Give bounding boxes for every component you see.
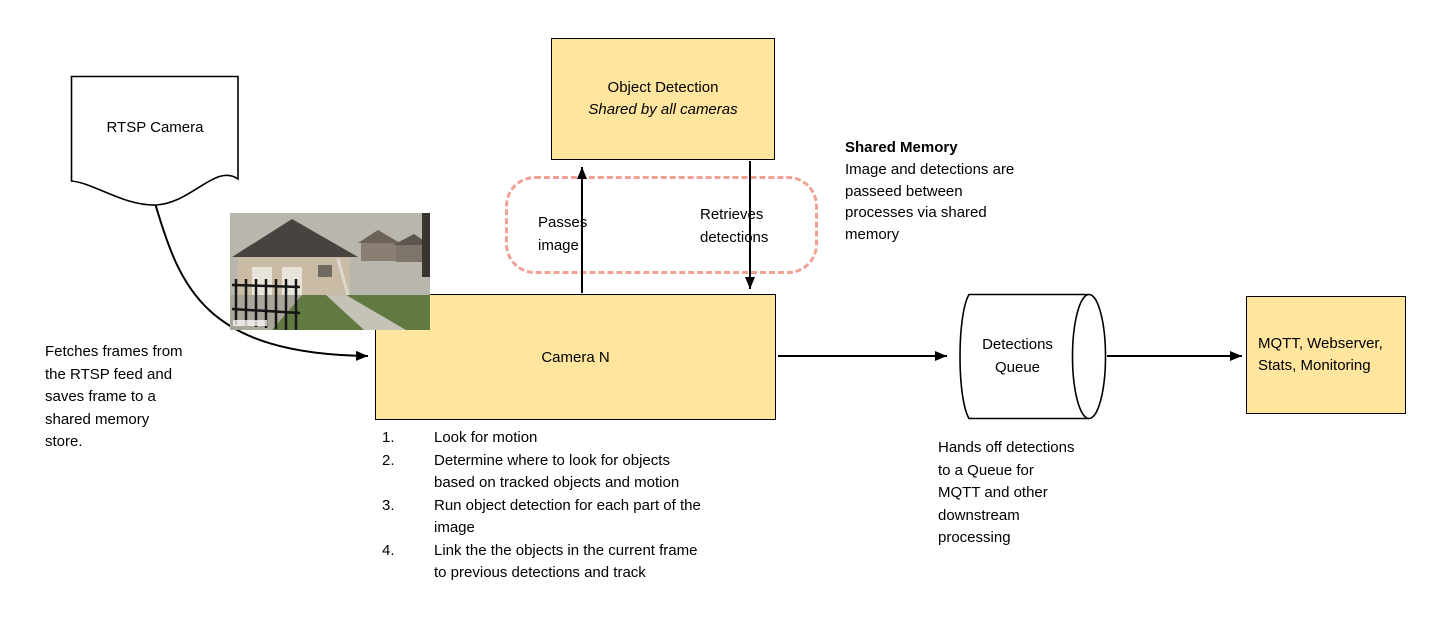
shared-memory-body: Image and detections are passeed between… [845, 160, 1015, 243]
camera-step-item: 3. Run object detection for each part of … [382, 495, 754, 540]
object-detection-subtitle: Shared by all cameras [588, 101, 738, 118]
rtsp-camera-label: RTSP Camera [106, 119, 204, 136]
step-text: Link the the objects in the current fram… [434, 541, 698, 582]
camera-step-item: 4. Link the the objects in the current fr… [382, 540, 754, 585]
camera-step-item: 1. Look for motion [382, 427, 754, 450]
node-camera-n: Camera N [375, 294, 776, 420]
edge-label-passes-image: Passes image [538, 214, 588, 255]
object-detection-title: Object Detection [607, 78, 719, 96]
shared-memory-title: Shared Memory [845, 139, 958, 156]
detections-queue-label: Detections Queue [982, 336, 1053, 376]
camera-step-item: 2. Determine where to look for objects ba… [382, 450, 754, 495]
node-object-detection: Object Detection Shared by all cameras [551, 38, 775, 160]
mqtt-label: MQTT, Webserver, Stats, Monitoring [1258, 335, 1383, 374]
step-number: 3. [382, 496, 395, 514]
step-text: Determine where to look for objects base… [434, 451, 680, 492]
note-fetch-frames: Fetches frames from the RTSP feed and sa… [45, 343, 183, 450]
camera-snapshot-image [230, 213, 430, 330]
step-text: Look for motion [434, 429, 538, 446]
note-shared-memory: Shared Memory Image and detections are p… [845, 137, 1060, 246]
node-detections-queue: Detections Queue [950, 293, 1107, 420]
camera-steps-list: 1. Look for motion 2. Determine where to lo… [382, 427, 754, 585]
note-queue-handoff: Hands off detections to a Queue for MQTT… [938, 439, 1075, 546]
step-number: 2. [382, 451, 395, 469]
node-mqtt: MQTT, Webserver, Stats, Monitoring [1246, 296, 1406, 414]
document-shape [70, 75, 239, 206]
node-rtsp-camera: RTSP Camera [70, 75, 240, 215]
edge-label-retrieves-detections: Retrieves detections [700, 206, 769, 247]
queue-cylinder-shape [959, 293, 1107, 420]
step-number: 1. [382, 429, 395, 446]
step-text: Run object detection for each part of th… [434, 496, 701, 537]
camera-n-label: Camera N [541, 348, 610, 366]
shared-memory-region [505, 176, 818, 274]
step-number: 4. [382, 541, 395, 559]
